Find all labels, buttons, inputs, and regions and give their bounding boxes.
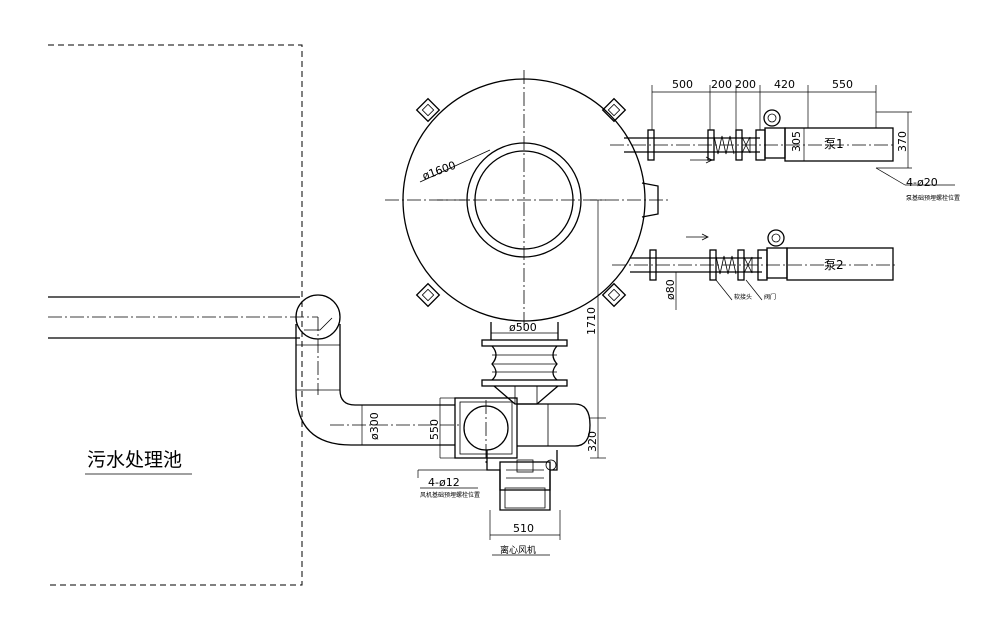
pump-bolt-note: 泵基础预埋螺栓位置 xyxy=(906,194,960,202)
pump1-label: 泵1 xyxy=(824,137,844,151)
inlet-diameter-label: ø500 xyxy=(509,321,537,334)
fan-bolt-note: 风机基础预埋螺栓位置 xyxy=(420,491,480,499)
dim-1710 xyxy=(590,199,606,418)
duct-diameter-label: ø300 xyxy=(368,412,381,440)
dim-top-550: 550 xyxy=(832,78,853,91)
fan-bolt-count: 4-ø12 xyxy=(428,476,460,489)
pump1-line xyxy=(610,109,895,164)
pump-dimensions-top xyxy=(651,85,877,130)
pump2-label: 泵2 xyxy=(824,258,844,272)
pump-305-label: 305 xyxy=(790,131,803,152)
pump-bolt-count: 4-ø20 xyxy=(906,176,938,189)
dim-top-420: 420 xyxy=(774,78,795,91)
tank xyxy=(385,70,670,330)
duct-pipe xyxy=(48,294,460,446)
dim-top-200a: 200 xyxy=(711,78,732,91)
fan-offset-label: 320 xyxy=(586,431,599,452)
tank-lugs xyxy=(415,97,627,308)
fan-width-label: 510 xyxy=(513,522,534,535)
tank-inlet-connector xyxy=(481,322,568,405)
tank-to-fan-label: 1710 xyxy=(585,307,598,335)
tank-diameter-label: ø1600 xyxy=(421,159,458,183)
fan-height-label: 550 xyxy=(428,419,441,440)
dim-top-500: 500 xyxy=(672,78,693,91)
pipe-diameter-label: ø80 xyxy=(664,279,677,300)
pump2-line xyxy=(612,229,895,310)
centrifugal-fan xyxy=(417,397,591,511)
pump-370-label: 370 xyxy=(896,131,909,152)
pool-label: 污水处理池 xyxy=(87,449,182,471)
valve-label: 阀门 xyxy=(764,293,776,301)
fan-label: 离心风机 xyxy=(500,544,536,556)
dim-top-200b: 200 xyxy=(735,78,756,91)
fan-dimensions xyxy=(361,397,606,556)
soft-joint-label: 软接头 xyxy=(734,293,752,301)
sewage-pool xyxy=(48,44,303,586)
pump-dimensions-side xyxy=(803,111,955,186)
